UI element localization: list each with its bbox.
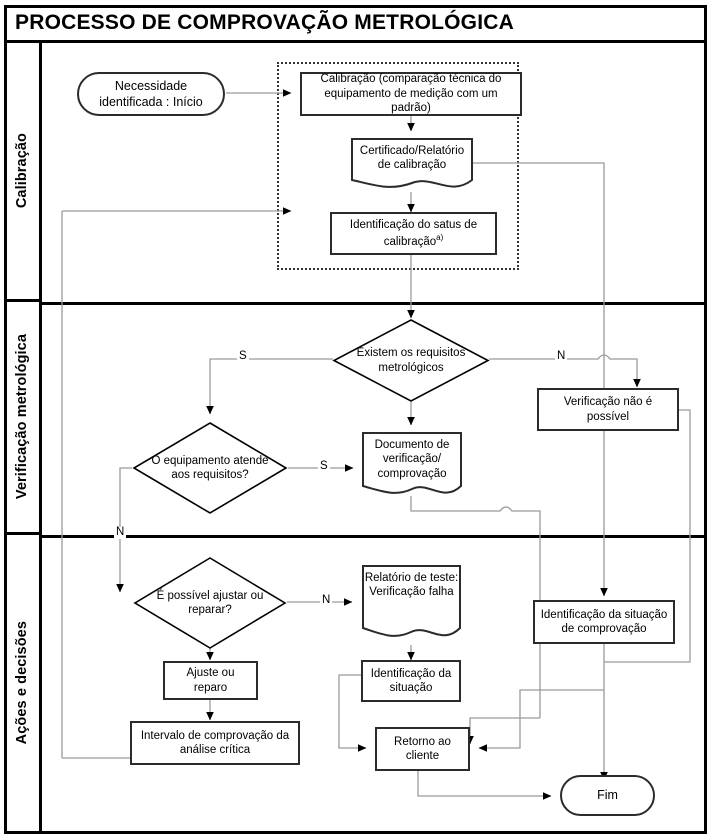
node-fim-terminator[interactable]: Fim — [560, 775, 655, 816]
node-ajuste-ou-reparo-label: Ajuste ou reparo — [186, 667, 235, 694]
node-certificado-relatorio[interactable]: Certificado/Relatório de calibração — [350, 137, 474, 195]
node-ajuste-ou-reparo[interactable]: Ajuste ou reparo — [163, 661, 258, 700]
edge-label-requisitos-nao: N — [555, 350, 568, 363]
node-identificacao-situacao[interactable]: Identificação da situação — [361, 660, 461, 702]
swimlane-divider-2 — [42, 535, 707, 538]
node-intervalo-comprovacao-line1: Intervalo de comprovação da — [140, 729, 290, 742]
document-shape-icon — [351, 138, 473, 188]
node-relatorio-teste-line1: Relatório de teste: — [364, 572, 459, 584]
node-fim-label: Fim — [597, 788, 618, 803]
swimlane-label-acoes-e-decisoes-text: Ações e decisões — [13, 621, 30, 745]
node-documento-verificacao-line2: verificação/ — [382, 453, 442, 466]
node-documento-verificacao-label: Documento de verificação/ comprovação — [361, 431, 463, 481]
node-relatorio-teste[interactable]: Relatório de teste: Verificação falha — [361, 564, 462, 648]
node-identificacao-situacao-comprovacao-label: Identificação da situação de comprovação — [541, 608, 668, 637]
node-documento-verificacao[interactable]: Documento de verificação/ comprovação — [361, 431, 463, 501]
node-identificacao-status-calibracao[interactable]: Identificação do satus de calibraçãoa) — [330, 212, 497, 255]
swimlane-label-acoes-e-decisoes: Ações e decisões — [4, 535, 42, 831]
diamond-shape-icon — [132, 422, 288, 514]
node-intervalo-comprovacao-line2: análise crítica — [179, 744, 251, 756]
node-identificacao-status-note: a) — [436, 232, 444, 242]
node-start-line1: Necessidade — [114, 78, 188, 93]
node-certificado-line1: Certificado/Relatório — [359, 145, 465, 157]
node-start-line2: identificada : Início — [99, 95, 203, 109]
node-calibracao-label: Calibração (comparação técnica do equipa… — [306, 72, 516, 115]
swimlane-divider-1 — [42, 302, 707, 305]
node-possivel-ajustar-line1: É possível ajustar ou — [156, 589, 264, 602]
node-identificacao-situacao-comprovacao[interactable]: Identificação da situação de comprovação — [533, 600, 675, 644]
node-documento-verificacao-line1: Documento de — [374, 439, 450, 451]
node-possivel-ajustar-line2: reparar? — [188, 604, 232, 616]
node-retorno-ao-cliente-label: Retorno ao cliente — [394, 735, 451, 764]
node-identificacao-situacao-comprovacao-line1: Identificação da situação — [540, 608, 668, 621]
node-start-terminator[interactable]: Necessidade identificada : Início — [77, 72, 225, 116]
node-existem-requisitos-label: Existem os requisitos metrológicos — [332, 318, 490, 403]
edge-label-ajustar-nao: N — [320, 594, 333, 607]
node-intervalo-comprovacao[interactable]: Intervalo de comprovação da análise crít… — [130, 721, 300, 765]
node-equipamento-atende-line1: O equipamento atende — [151, 454, 269, 467]
node-retorno-ao-cliente-line1: Retorno ao — [394, 735, 451, 748]
document-shape-icon — [362, 432, 462, 494]
page-title: PROCESSO DE COMPROVAÇÃO METROLÓGICA — [15, 10, 514, 34]
node-identificacao-situacao-line1: Identificação da — [370, 667, 452, 680]
node-verificacao-nao-possivel-label: Verificação não é possível — [563, 396, 653, 423]
node-possivel-ajustar-label: É possível ajustar ou reparar? — [133, 556, 287, 650]
node-existem-requisitos-line1: Existem os requisitos — [356, 347, 466, 360]
node-verificacao-nao-possivel[interactable]: Verificação não é possível — [537, 388, 679, 431]
swimlane-label-verificacao-metrologica-text: Verificação metrológica — [13, 334, 30, 500]
node-certificado-line2: de calibração — [377, 159, 447, 172]
node-identificacao-situacao-label: Identificação da situação — [371, 667, 452, 696]
node-equipamento-atende-label: O equipamento atende aos requisitos? — [132, 421, 288, 515]
node-calibracao-line1: Calibração (comparação técnica do — [320, 73, 502, 86]
node-equipamento-atende-decision[interactable]: O equipamento atende aos requisitos? — [132, 421, 288, 515]
node-documento-verificacao-line3: comprovação — [377, 467, 447, 480]
document-shape-icon — [362, 565, 461, 637]
node-retorno-ao-cliente[interactable]: Retorno ao cliente — [375, 727, 470, 771]
edge-label-atende-nao: N — [114, 526, 127, 539]
node-calibracao[interactable]: Calibração (comparação técnica do equipa… — [300, 72, 522, 116]
diamond-shape-icon — [332, 319, 490, 402]
node-existem-requisitos-decision[interactable]: Existem os requisitos metrológicos — [332, 318, 490, 403]
node-identificacao-status-line1: Identificação do satus de — [349, 219, 478, 232]
node-retorno-ao-cliente-line2: cliente — [405, 750, 440, 762]
node-certificado-label: Certificado/Relatório de calibração — [350, 137, 474, 173]
edge-label-atende-sim: S — [318, 460, 330, 473]
swimlane-label-calibracao-text: Calibração — [13, 133, 30, 209]
node-identificacao-situacao-line2: situação — [389, 682, 433, 694]
node-existem-requisitos-line2: metrológicos — [378, 361, 444, 374]
node-calibracao-line2: equipamento de medição com um padrão) — [324, 87, 498, 115]
diagram-title-band: PROCESSO DE COMPROVAÇÃO METROLÓGICA — [4, 5, 707, 43]
diamond-shape-icon — [133, 557, 287, 649]
node-start-label: Necessidade identificada : Início — [99, 78, 203, 111]
node-identificacao-status-line2: calibração — [383, 235, 437, 248]
node-intervalo-comprovacao-label: Intervalo de comprovação da análise crít… — [141, 729, 289, 758]
node-identificacao-situacao-comprovacao-line2: de comprovação — [561, 623, 647, 635]
node-identificacao-status-label: Identificação do satus de calibraçãoa) — [350, 218, 477, 249]
swimlane-label-verificacao-metrologica: Verificação metrológica — [4, 302, 42, 535]
node-relatorio-teste-label: Relatório de teste: Verificação falha — [361, 564, 462, 600]
edge-label-requisitos-sim: S — [237, 350, 249, 363]
node-relatorio-teste-line2: Verificação falha — [369, 586, 454, 599]
node-possivel-ajustar-decision[interactable]: É possível ajustar ou reparar? — [133, 556, 287, 650]
node-equipamento-atende-line2: aos requisitos? — [171, 469, 249, 481]
swimlane-label-calibracao: Calibração — [4, 43, 42, 302]
